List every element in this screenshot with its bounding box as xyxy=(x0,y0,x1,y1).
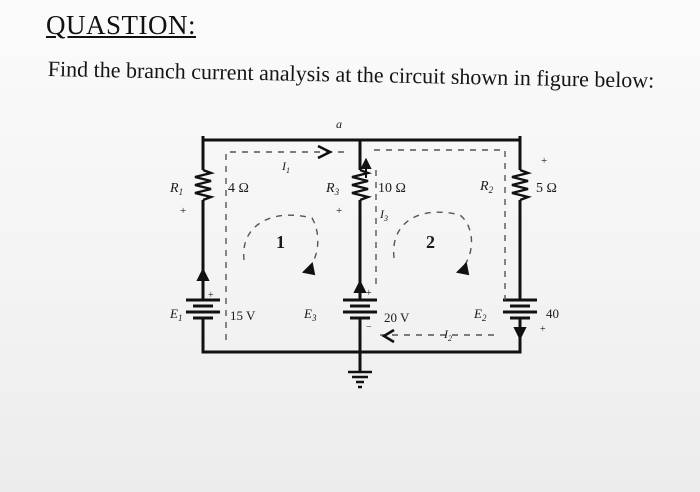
loop-1-arc xyxy=(243,214,319,269)
i3-up-arrow-icon xyxy=(360,157,372,169)
ground-icon xyxy=(348,370,372,389)
r2-label: R2 xyxy=(479,179,494,195)
i1-path xyxy=(225,151,345,340)
i2-path-top xyxy=(374,149,506,300)
battery-e3 xyxy=(343,298,377,320)
loop-2-arrow-icon xyxy=(455,261,470,276)
e1-label: E1 xyxy=(169,306,182,323)
e2-plus-sign: + xyxy=(540,324,546,335)
loop-2-label: 2 xyxy=(426,232,435,252)
r2-plus-sign: + xyxy=(541,155,547,167)
node-a-label: a xyxy=(336,117,342,131)
loop-2-arc xyxy=(393,211,473,269)
e1-value: 15 V xyxy=(230,308,256,323)
i3-label: I3 xyxy=(379,207,388,223)
dashed-paths xyxy=(225,149,506,340)
e3-value: 20 V xyxy=(384,310,410,325)
r3-value: 10 Ω xyxy=(378,181,406,196)
resistor-r3 xyxy=(351,168,373,202)
i1-label: I1 xyxy=(281,159,290,175)
r3-label: R3 xyxy=(325,181,340,197)
battery-e1 xyxy=(186,298,220,320)
arrows xyxy=(196,144,527,344)
r1-plus-sign: + xyxy=(180,205,186,217)
i2-label: I2 xyxy=(443,327,452,343)
i2-left-arrow-icon xyxy=(381,328,395,344)
top-wire xyxy=(201,136,522,142)
i1-arrow-icon xyxy=(317,144,333,160)
e3-current-arrow-icon xyxy=(353,279,367,293)
r3-plus-sign: + xyxy=(336,205,342,217)
e1-current-arrow-icon xyxy=(196,267,210,281)
r1-value: 4 Ω xyxy=(228,181,249,196)
e2-current-arrow-icon xyxy=(513,327,527,341)
e2-label: E2 xyxy=(473,306,487,323)
e3-plus-sign: + xyxy=(366,288,372,299)
resistor-r1 xyxy=(194,168,216,202)
loop-1-arrow-icon xyxy=(301,261,316,276)
r1-label: R1 xyxy=(169,181,183,197)
e2-value: 40 xyxy=(546,306,559,321)
battery-e2 xyxy=(503,298,537,320)
e1-plus-sign: + xyxy=(208,290,214,301)
e3-minus-sign: − xyxy=(366,322,372,333)
question-heading: QUASTION: xyxy=(46,10,196,40)
loop-1-label: 1 xyxy=(276,232,285,252)
r2-value: 5 Ω xyxy=(536,181,557,196)
resistor-r2 xyxy=(511,168,533,202)
e3-label: E3 xyxy=(303,306,317,323)
